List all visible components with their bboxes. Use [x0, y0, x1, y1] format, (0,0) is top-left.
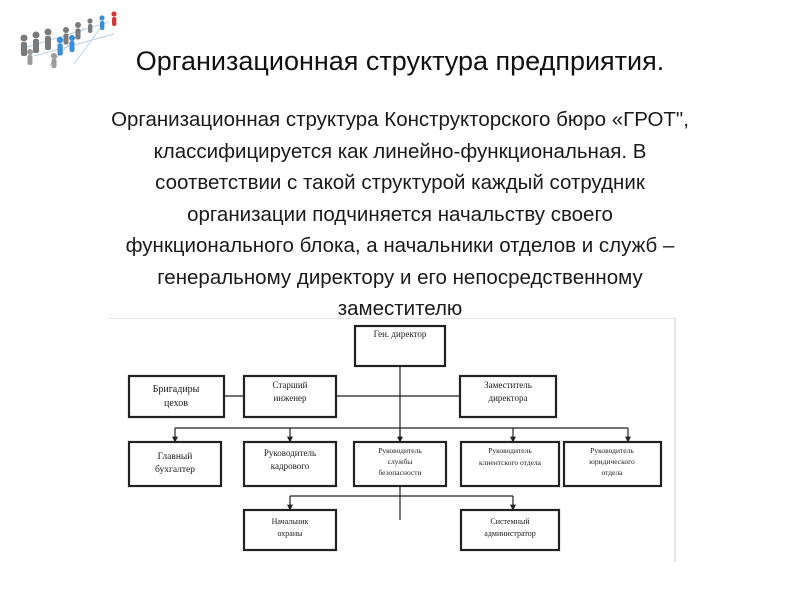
label-legal-dept-head-3: отдела [601, 468, 623, 477]
org-chart: Ген. директор Бригадиры цехов Старший ин… [108, 318, 676, 562]
box-senior-engineer [242, 374, 338, 419]
org-chart-svg: Ген. директор Бригадиры цехов Старший ин… [108, 318, 676, 562]
box-hr-head [242, 440, 338, 488]
box-client-dept-head [459, 440, 561, 488]
label-senior-engineer-1: Старший [273, 380, 308, 390]
slide-title: Организационная структура предприятия. [135, 46, 665, 76]
label-foremen-2: цехов [164, 398, 188, 409]
label-client-dept-head-1: Руководитель [488, 446, 532, 455]
label-security-head-3: безопасности [378, 468, 421, 477]
label-security-chief-1: Начальник [272, 517, 309, 526]
label-hr-head-2: кадрового [271, 461, 310, 471]
label-chief-accountant-2: бухгалтер [155, 464, 195, 475]
label-sysadmin-1: Системный [490, 517, 530, 526]
description-line: соответствии с такой структурой каждый с… [155, 171, 645, 194]
label-general-director: Ген. директор [374, 329, 427, 339]
box-general-director [353, 324, 447, 368]
label-sysadmin-2: администратор [484, 529, 535, 538]
people-network-logo-icon [20, 11, 117, 68]
box-legal-dept-head [562, 440, 663, 488]
label-senior-engineer-2: инженер [273, 393, 307, 403]
label-deputy-director-2: директора [489, 393, 528, 403]
description-line: организации подчиняется начальству своег… [187, 202, 613, 226]
label-chief-accountant-1: Главный [158, 451, 193, 462]
description-text: Организационная структура Конструкторско… [40, 104, 760, 325]
box-sysadmin [459, 508, 561, 552]
label-hr-head-1: Руководитель [264, 448, 316, 458]
label-security-head-2: службы [388, 457, 413, 466]
box-security-chief [242, 508, 338, 552]
description-line: классифицируется как линейно-функциональ… [153, 139, 647, 163]
label-legal-dept-head-2: юридического [589, 457, 635, 466]
description-line: функционального блока, а начальники отде… [125, 234, 675, 257]
box-deputy-director [458, 374, 558, 419]
label-security-head-1: Руководитель [378, 446, 422, 455]
label-client-dept-head-2: клиентского отдела [479, 458, 542, 467]
label-deputy-director-1: Заместитель [484, 380, 532, 390]
label-legal-dept-head-1: Руководитель [590, 446, 634, 455]
box-chief-accountant [127, 440, 223, 488]
description-line: генеральному директору и его непосредств… [157, 265, 643, 289]
box-security-head [352, 440, 448, 488]
label-security-chief-2: охраны [277, 529, 303, 538]
description-line: Организационная структура Конструкторско… [111, 108, 689, 131]
label-foremen-1: Бригадиры [153, 384, 200, 395]
description-line: заместителю [337, 297, 463, 320]
box-foremen [127, 374, 226, 419]
